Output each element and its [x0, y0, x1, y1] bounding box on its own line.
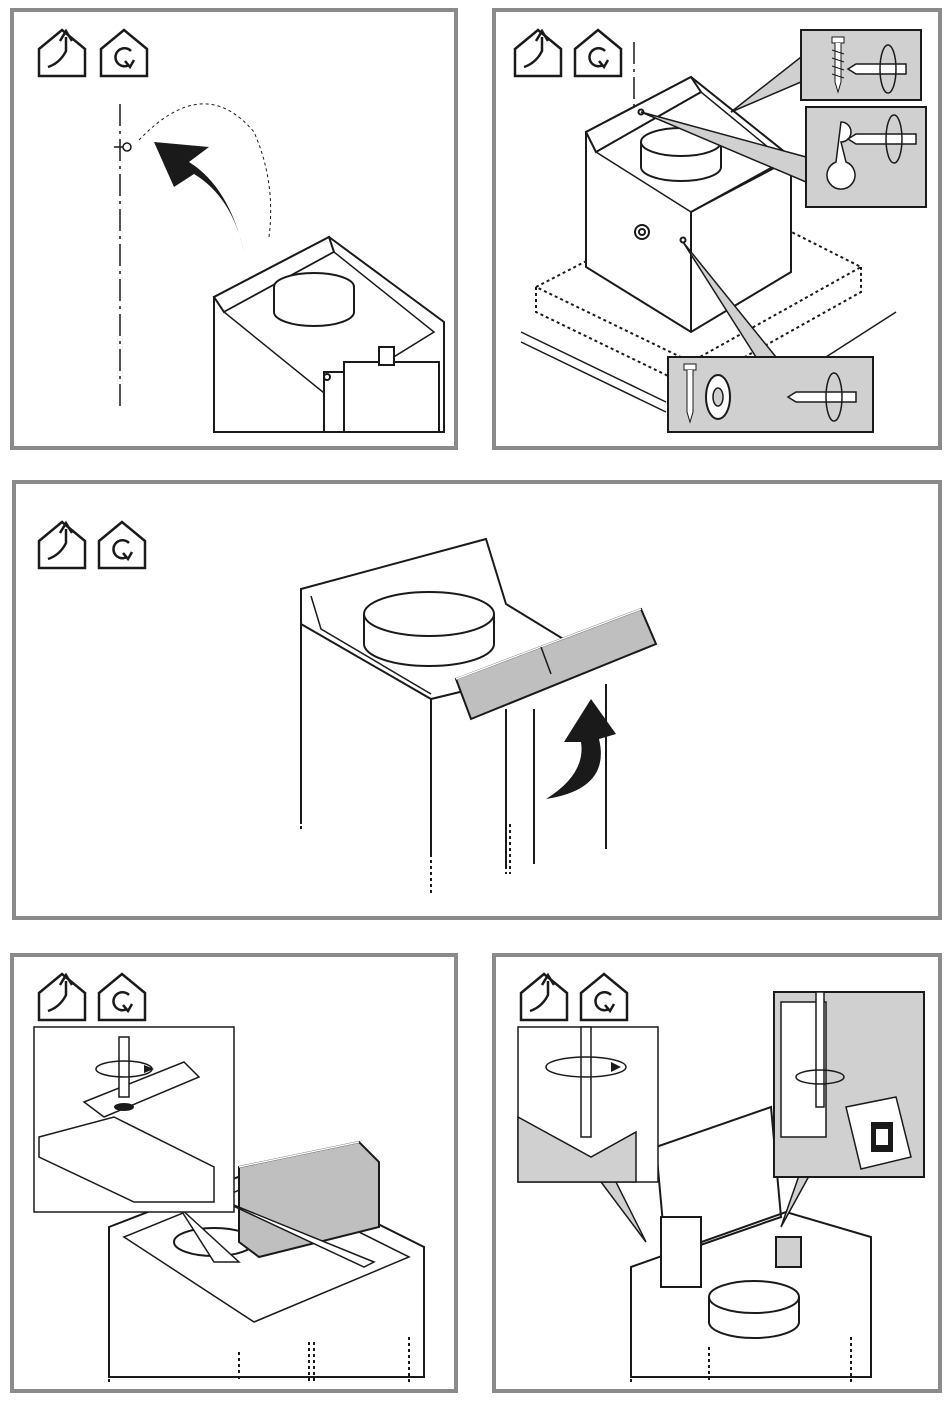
motion-path — [139, 104, 271, 237]
hood-box — [586, 77, 791, 332]
exhaust-air-mode-icon — [39, 30, 85, 76]
exhaust-air-mode-icon — [39, 522, 85, 568]
step-2-panel — [492, 8, 942, 450]
step-1-panel — [10, 8, 458, 450]
callout-screw-right — [774, 992, 924, 1227]
recirculation-mode-icon — [575, 30, 621, 76]
step-2-illustration — [496, 12, 938, 446]
recirculation-mode-icon — [101, 30, 147, 76]
exhaust-air-mode-icon — [515, 30, 561, 76]
step-1-illustration — [14, 12, 454, 446]
recirculation-mode-icon — [581, 974, 627, 1020]
lift-arrow-icon — [154, 142, 244, 252]
screw-icon — [114, 143, 131, 151]
callout-screw-top — [731, 30, 921, 112]
leg-continuation — [301, 784, 606, 896]
step-4-panel — [10, 953, 458, 1393]
hood-box — [301, 539, 606, 869]
step-5-illustration — [496, 957, 938, 1389]
hood-box — [214, 237, 444, 432]
step-5-panel — [492, 953, 942, 1393]
step-3-panel — [12, 480, 942, 920]
step-3-illustration — [16, 484, 938, 916]
exhaust-air-mode-icon — [39, 974, 85, 1020]
recirculation-mode-icon — [99, 522, 145, 568]
washer-icon — [706, 375, 730, 419]
step-4-illustration — [14, 957, 454, 1389]
exhaust-air-mode-icon — [521, 974, 567, 1020]
callout-screw-left — [518, 1027, 658, 1242]
recirculation-mode-icon — [99, 974, 145, 1020]
